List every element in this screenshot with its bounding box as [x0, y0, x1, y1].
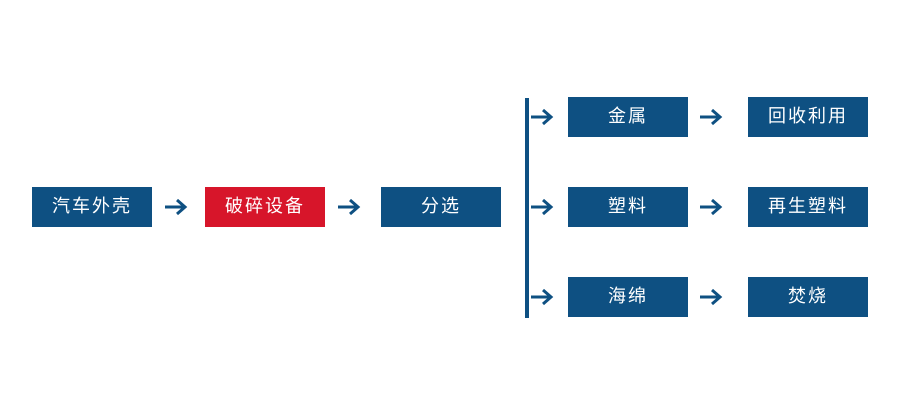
node-incineration[interactable]: 焚烧 — [748, 277, 868, 317]
arrow-right-icon — [163, 187, 193, 227]
arrow-right-icon — [529, 277, 559, 317]
node-metal[interactable]: 金属 — [568, 97, 688, 137]
arrow-right-icon — [529, 97, 559, 137]
branch-trunk-line — [525, 98, 529, 318]
node-sponge[interactable]: 海绵 — [568, 277, 688, 317]
node-recycling-reuse[interactable]: 回收利用 — [748, 97, 868, 137]
arrow-right-icon — [698, 277, 728, 317]
arrow-right-icon — [336, 187, 366, 227]
arrow-right-icon — [698, 97, 728, 137]
arrow-right-icon — [698, 187, 728, 227]
node-recycled-plastic[interactable]: 再生塑料 — [748, 187, 868, 227]
node-sorting[interactable]: 分选 — [381, 187, 501, 227]
node-car-shell[interactable]: 汽车外壳 — [32, 187, 152, 227]
arrow-right-icon — [529, 187, 559, 227]
node-plastic[interactable]: 塑料 — [568, 187, 688, 227]
node-crushing-equipment[interactable]: 破碎设备 — [205, 187, 325, 227]
